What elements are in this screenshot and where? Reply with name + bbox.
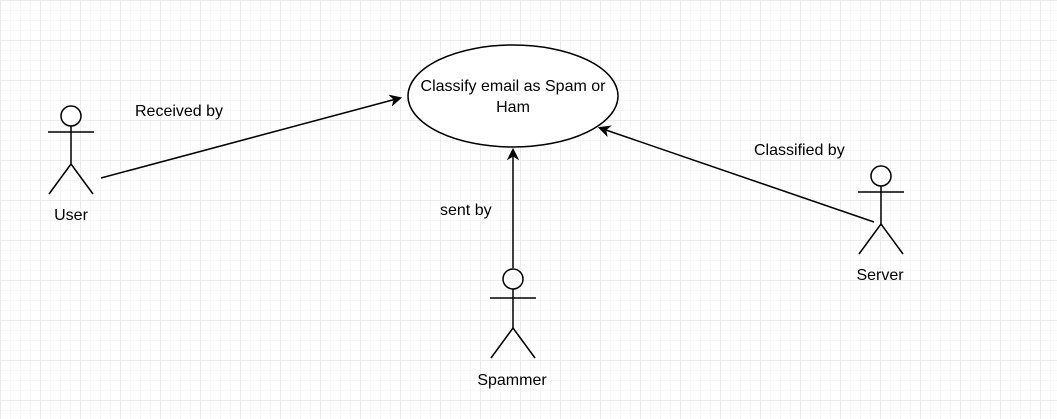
actor-user-head [60, 105, 82, 127]
actor-server-leg-left [858, 223, 882, 255]
usecase-label: Classify email as Spam or Ham [420, 78, 606, 116]
actor-user[interactable] [48, 105, 94, 195]
actor-spammer-leg-left [490, 327, 514, 359]
actor-server[interactable] [858, 165, 904, 255]
actor-server-leg-right [880, 223, 904, 255]
actor-spammer-name: Spammer [477, 372, 547, 389]
actor-user-leg-right [70, 163, 94, 195]
edge-user-usecase[interactable] [100, 98, 400, 179]
actor-user-name: User [54, 207, 88, 224]
edge-label-sent-by: sent by [440, 202, 492, 219]
usecase-ellipse[interactable] [407, 44, 619, 148]
actor-server-name: Server [856, 267, 904, 284]
actor-spammer[interactable] [490, 268, 536, 359]
edge-label-classified-by: Classified by [754, 142, 845, 159]
actor-server-head [870, 165, 892, 187]
edge-server-usecase[interactable] [600, 128, 875, 223]
actor-spammer-leg-right [512, 327, 536, 359]
edge-label-received-by: Received by [135, 103, 224, 120]
actor-user-leg-left [48, 163, 72, 195]
actor-spammer-head [502, 268, 524, 290]
